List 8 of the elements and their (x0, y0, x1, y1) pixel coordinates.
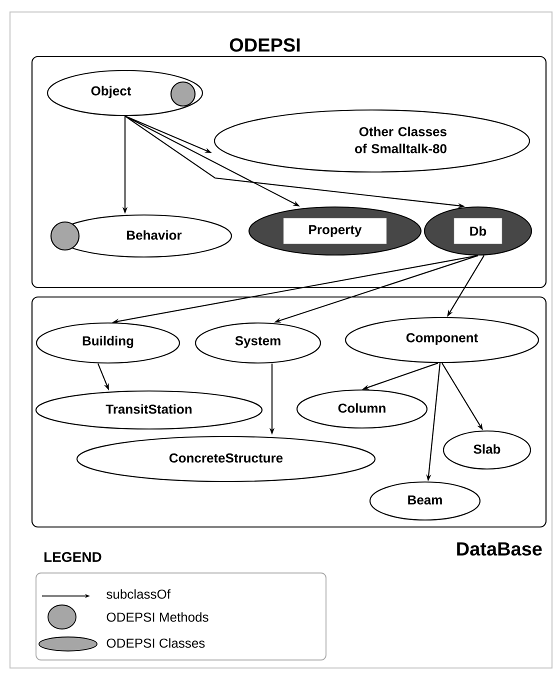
group-heading: ODEPSI (230, 38, 300, 52)
legend-text: ODEPSI Methods (106, 612, 208, 622)
legend-text: subclassOf (106, 589, 171, 599)
legend-heading: LEGEND (44, 552, 102, 562)
group-heading: DataBase (457, 542, 542, 556)
legend-text: ODEPSI Classes (106, 638, 205, 648)
group-box (31, 296, 547, 528)
group-box (31, 56, 547, 288)
